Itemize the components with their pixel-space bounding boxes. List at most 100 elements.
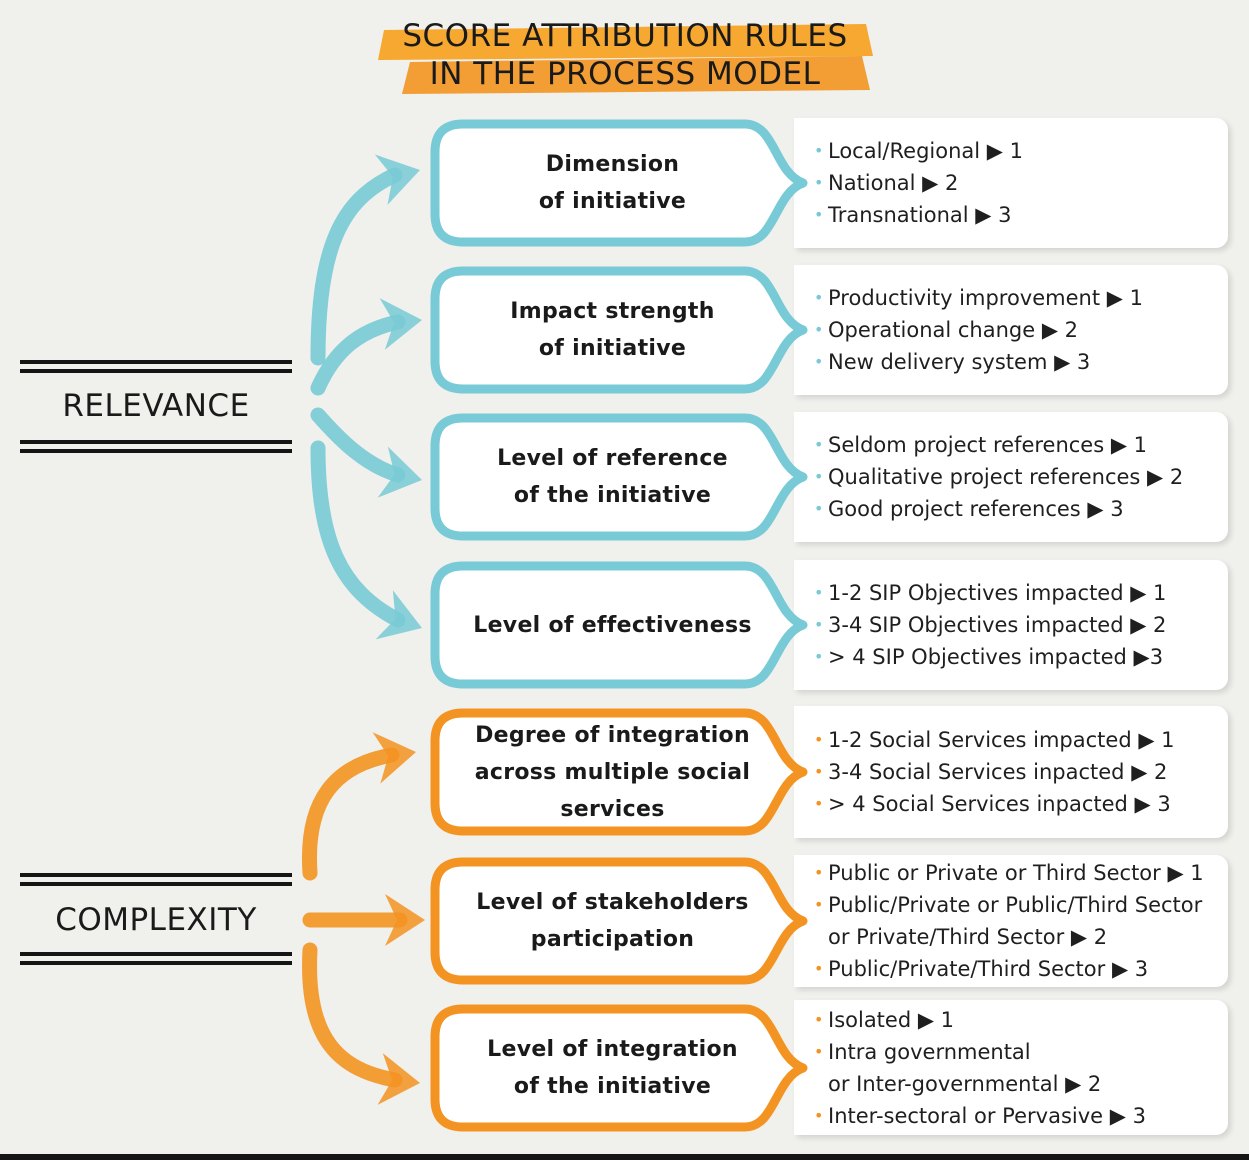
bullet-icon: •	[814, 895, 824, 914]
bullet-icon: •	[814, 205, 824, 224]
bullet-icon: •	[814, 762, 824, 781]
bullet-icon: •	[814, 1041, 824, 1061]
score-rule-text: 1-2 Social Services impacted ▶ 1	[828, 728, 1175, 752]
bullet-icon: •	[814, 435, 824, 454]
score-rule: •1-2 SIP Objectives impacted ▶ 1	[814, 577, 1228, 609]
connector-arrow	[310, 154, 420, 366]
score-rule: •Good project references ▶ 3	[814, 493, 1228, 525]
score-rule-text: Public/Private/Third Sector ▶ 3	[828, 957, 1149, 981]
score-rule: •Intra governmental	[814, 1036, 1228, 1068]
rule-card: •1-2 Social Services impacted ▶ 1•3-4 So…	[794, 706, 1228, 838]
score-rule-text: National ▶ 2	[828, 171, 959, 195]
score-rule: •Isolated ▶ 1	[814, 1004, 1228, 1036]
score-rule-text: Inter-sectoral or Pervasive ▶ 3	[828, 1103, 1146, 1128]
score-rule: •3-4 SIP Objectives impacted ▶ 2	[814, 609, 1228, 641]
complexity-rule-bottom	[20, 952, 292, 965]
criterion-title-text: Impact strength of initiative	[510, 299, 715, 361]
score-rule-text: Transnational ▶ 3	[828, 203, 1012, 227]
criterion-title: Level of stakeholders participation	[455, 862, 770, 980]
score-rule-text: Seldom project references ▶ 1	[828, 433, 1148, 457]
relevance-rule-top	[20, 360, 292, 373]
bullet-icon: •	[814, 730, 824, 749]
criterion-title: Level of integration of the initiative	[455, 1009, 770, 1127]
connector-arrow	[302, 894, 425, 946]
score-rule-text: 1-2 SIP Objectives impacted ▶ 1	[828, 581, 1167, 605]
bullet-icon: •	[814, 1009, 824, 1029]
bullet-icon: •	[814, 615, 824, 634]
score-rule-text: Isolated ▶ 1	[828, 1007, 955, 1032]
criterion-title-text: Level of integration of the initiative	[487, 1036, 738, 1099]
bullet-icon: •	[814, 499, 824, 518]
criterion-box-outline	[430, 413, 808, 541]
score-rule-text: > 4 Social Services inpacted ▶ 3	[828, 792, 1171, 816]
score-rule-text: Public/Private or Public/Third Sector	[828, 893, 1203, 917]
bullet-icon: •	[814, 320, 824, 339]
title-banner: SCORE ATTRIBUTION RULES IN THE PROCESS M…	[370, 16, 880, 96]
score-rule-text: 3-4 Social Services inpacted ▶ 2	[828, 760, 1168, 784]
score-rule: •Seldom project references ▶ 1	[814, 429, 1228, 461]
criterion-title: Dimension of initiative	[455, 124, 770, 242]
score-rule: •Transnational ▶ 3	[814, 199, 1228, 231]
score-rule-text: Qualitative project references ▶ 2	[828, 465, 1184, 489]
score-rule: •Public/Private/Third Sector ▶ 3	[814, 953, 1228, 985]
score-rule-text: New delivery system ▶ 3	[828, 350, 1091, 374]
connector-arrow	[310, 440, 422, 640]
connector-arrow	[302, 942, 420, 1105]
score-rule: •Productivity improvement ▶ 1	[814, 282, 1228, 314]
score-rule: •Operational change ▶ 2	[814, 314, 1228, 346]
bullet-icon: •	[814, 141, 824, 160]
rule-card: •1-2 SIP Objectives impacted ▶ 1•3-4 SIP…	[794, 560, 1228, 690]
connector-arrow	[310, 407, 422, 498]
connector-arrow	[310, 298, 422, 396]
score-rule-continuation: or Private/Third Sector ▶ 2	[828, 921, 1228, 953]
criterion-title-text: Level of effectiveness	[473, 612, 752, 638]
score-rule-text: 3-4 SIP Objectives impacted ▶ 2	[828, 613, 1167, 637]
criterion-box-outline	[430, 119, 808, 247]
title-line-1: SCORE ATTRIBUTION RULES	[402, 18, 848, 54]
score-rule-text: Public or Private or Third Sector ▶ 1	[828, 861, 1204, 885]
score-rule: •1-2 Social Services impacted ▶ 1	[814, 724, 1228, 756]
score-rule: •Inter-sectoral or Pervasive ▶ 3	[814, 1100, 1228, 1132]
rule-card: •Public or Private or Third Sector ▶ 1•P…	[794, 855, 1228, 987]
score-rule: •> 4 SIP Objectives impacted ▶3	[814, 641, 1228, 673]
criterion-title-text: Level of reference of the initiative	[497, 446, 728, 508]
score-rule-text: Intra governmental	[828, 1039, 1031, 1064]
complexity-rule-top	[20, 873, 292, 886]
bullet-icon: •	[814, 1105, 824, 1125]
score-rule-text: or Private/Third Sector ▶ 2	[828, 925, 1108, 949]
bullet-icon: •	[814, 794, 824, 813]
score-rule-text: > 4 SIP Objectives impacted ▶3	[828, 645, 1164, 669]
criterion-box-outline	[430, 561, 808, 689]
criterion-box-outline	[430, 266, 808, 394]
criterion-title: Level of reference of the initiative	[455, 418, 770, 536]
criterion-box-outline	[430, 708, 808, 836]
criterion-box-outline	[430, 857, 808, 985]
score-rule: •> 4 Social Services inpacted ▶ 3	[814, 788, 1228, 820]
title-highlight-brush	[378, 24, 873, 94]
title-line-2: IN THE PROCESS MODEL	[429, 56, 821, 92]
criterion-title: Degree of integration across multiple so…	[455, 713, 770, 831]
relevance-rule-bottom	[20, 440, 292, 453]
bullet-icon: •	[814, 288, 824, 307]
category-relevance: RELEVANCE	[62, 388, 250, 424]
score-rule-text: or Inter-governmental ▶ 2	[828, 1071, 1102, 1096]
criterion-title-text: Dimension of initiative	[538, 152, 687, 214]
connector-arrow	[301, 732, 416, 881]
bullet-icon: •	[814, 467, 824, 486]
rule-card: •Seldom project references ▶ 1•Qualitati…	[794, 412, 1228, 542]
bullet-icon: •	[814, 173, 824, 192]
score-rule-text: Operational change ▶ 2	[828, 318, 1079, 342]
criterion-box-outline	[430, 1004, 808, 1131]
bullet-icon: •	[814, 583, 824, 602]
bullet-icon: •	[814, 647, 824, 666]
score-rule: •Local/Regional ▶ 1	[814, 135, 1228, 167]
rule-card: •Productivity improvement ▶ 1•Operationa…	[794, 265, 1228, 395]
score-rule: •Public or Private or Third Sector ▶ 1	[814, 857, 1228, 889]
score-rule: •Public/Private or Public/Third Sector	[814, 889, 1228, 921]
score-rule-continuation: or Inter-governmental ▶ 2	[828, 1068, 1228, 1100]
score-rule-text: Local/Regional ▶ 1	[828, 139, 1023, 163]
score-rule: •Qualitative project references ▶ 2	[814, 461, 1228, 493]
score-rule: •3-4 Social Services inpacted ▶ 2	[814, 756, 1228, 788]
